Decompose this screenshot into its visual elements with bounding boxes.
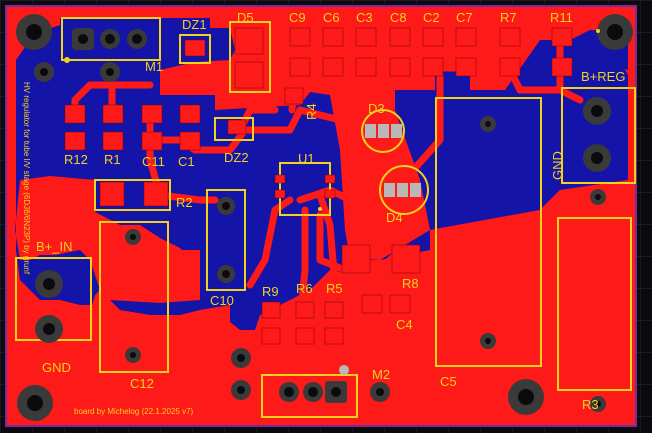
label-c1: C1 xyxy=(178,154,195,169)
label-dz1: DZ1 xyxy=(182,17,207,32)
label-c3: C3 xyxy=(356,10,373,25)
label-c12: C12 xyxy=(130,376,154,391)
label-dz2: DZ2 xyxy=(224,150,249,165)
label-u1: U1 xyxy=(298,151,315,166)
label-d3: D3 xyxy=(368,101,385,116)
smd-pads xyxy=(64,27,573,345)
label-r8: R8 xyxy=(402,276,419,291)
label-b-reg: B+REG xyxy=(581,69,625,84)
label-r12: R12 xyxy=(64,152,88,167)
label-r1: R1 xyxy=(104,152,121,167)
polarity-dots xyxy=(64,29,600,211)
label-c4: C4 xyxy=(396,317,413,332)
label-r6: R6 xyxy=(296,281,313,296)
label-gnd-left: GND xyxy=(42,360,71,375)
label-c7: C7 xyxy=(456,10,473,25)
label-c10: C10 xyxy=(210,293,234,308)
label-c5: C5 xyxy=(440,374,457,389)
label-c2: C2 xyxy=(423,10,440,25)
label-c9: C9 xyxy=(289,10,306,25)
label-c11: C11 xyxy=(142,154,165,169)
label-r4: R4 xyxy=(304,103,319,120)
label-r2: R2 xyxy=(176,195,193,210)
board-title: HV regulator for tube I/V stage (6DJ8/6N… xyxy=(22,82,31,275)
label-gnd-right: GND xyxy=(550,151,565,180)
through-hole-pads xyxy=(16,14,633,421)
board-footer: board by Michelog (22.1.2025 v7) xyxy=(74,407,194,416)
label-d5: D5 xyxy=(237,10,254,25)
silkscreen-outlines xyxy=(15,17,636,418)
label-b-in: B+_IN xyxy=(36,239,73,254)
label-r5: R5 xyxy=(326,281,343,296)
label-d4: D4 xyxy=(386,210,403,225)
label-r11: R11 xyxy=(550,10,573,25)
label-m1: M1 xyxy=(145,59,163,74)
label-m2: M2 xyxy=(372,367,390,382)
label-c8: C8 xyxy=(390,10,407,25)
label-r7: R7 xyxy=(500,10,517,25)
label-r3: R3 xyxy=(582,397,599,412)
label-c6: C6 xyxy=(323,10,340,25)
label-r9: R9 xyxy=(262,284,279,299)
